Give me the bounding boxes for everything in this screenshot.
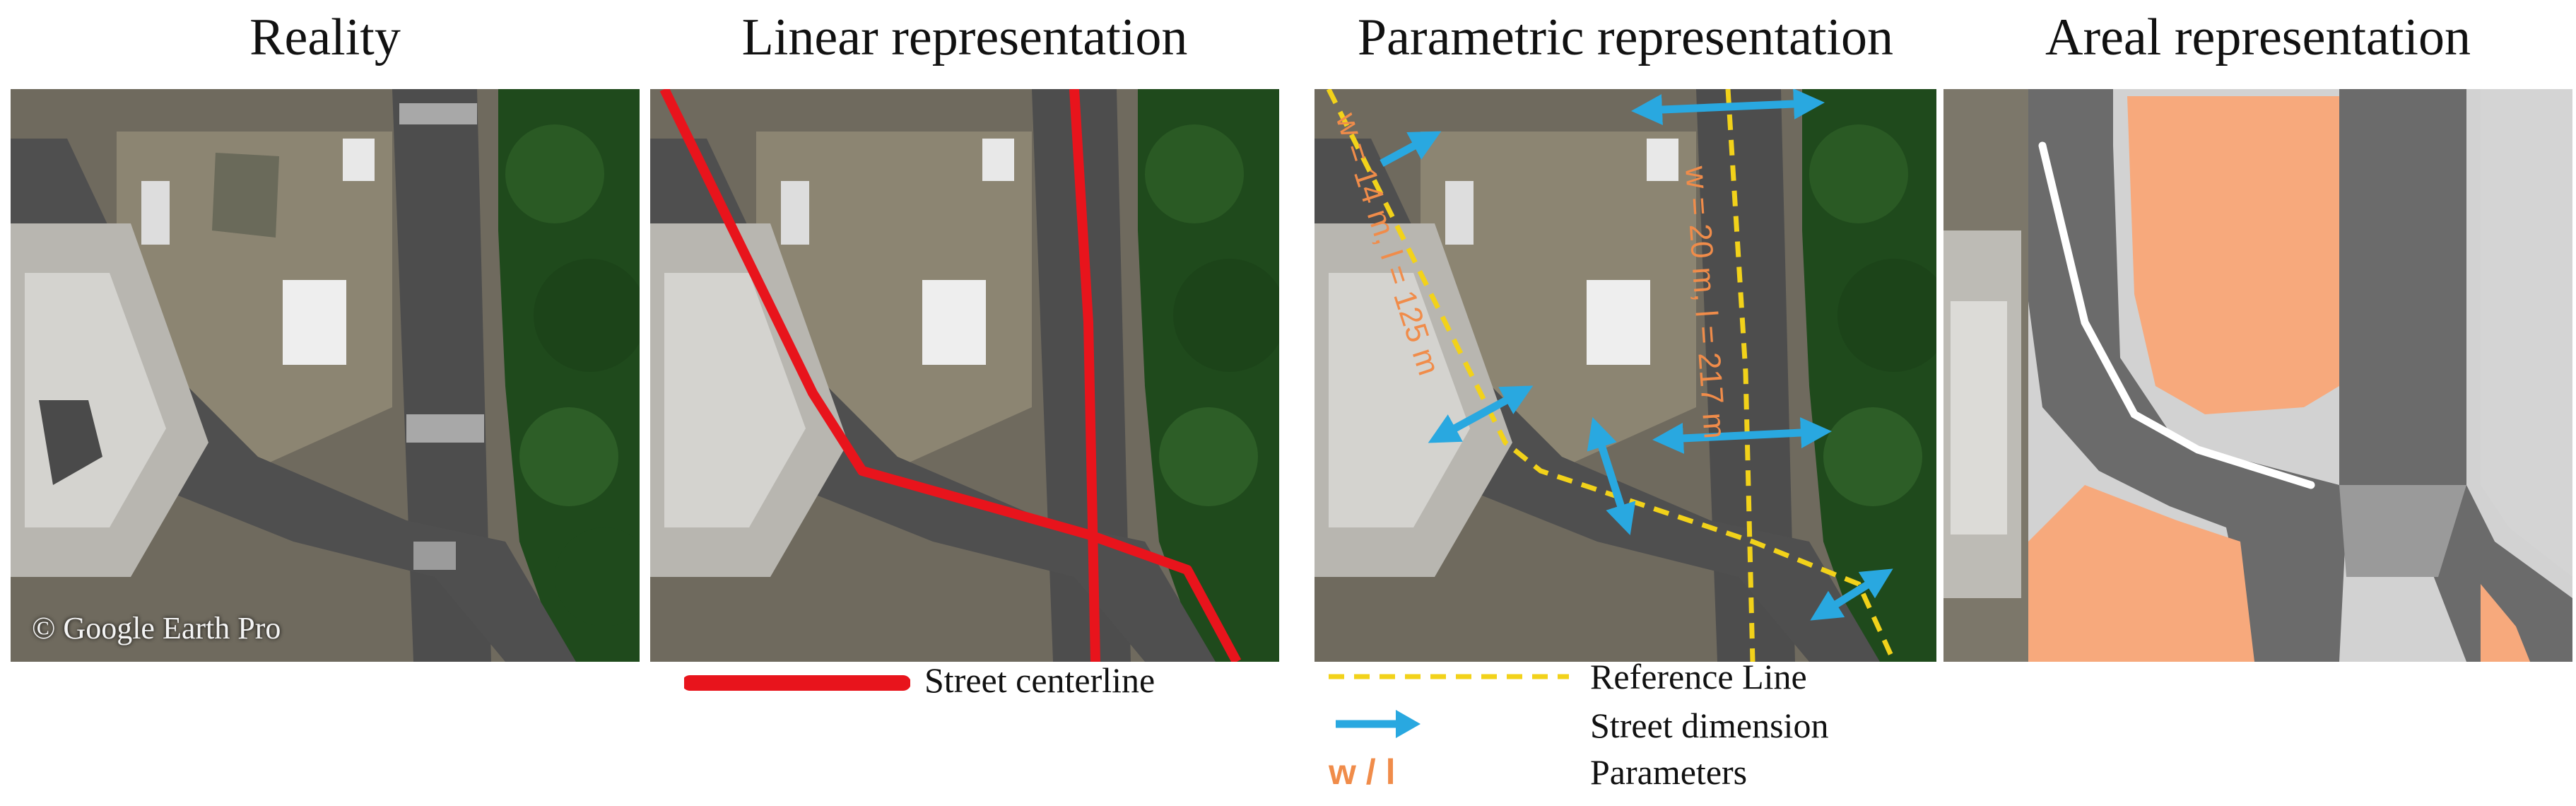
aerial-base [11, 89, 640, 662]
satellite-image-linear [650, 89, 1279, 662]
areal-block [2127, 96, 2339, 414]
reference-line-swatch [1329, 674, 1569, 679]
panel-reality: © Google Earth Pro [11, 89, 640, 662]
title-areal: Areal representation [2045, 8, 2471, 66]
dimension-arrow [1587, 417, 1636, 535]
areal-map [1943, 89, 2572, 662]
dimension-arrow [1428, 385, 1534, 443]
street-centerline-diagonal [659, 89, 1242, 662]
legend-label-parameters: Parameters [1590, 752, 1748, 792]
title-reality: Reality [249, 8, 401, 66]
street-dimension-arrow-icon [1336, 710, 1421, 738]
legend-label-reference-line: Reference Line [1590, 657, 1807, 696]
legend-reference-line: Reference Line [1329, 654, 1894, 699]
legend-label-street-dimension: Street dimension [1590, 706, 1829, 745]
parameters-symbol: w / l [1329, 752, 1396, 792]
title-linear: Linear representation [741, 8, 1188, 66]
panel-parametric: w = 14 m, l = 125 m w = 20 m, l = 217 m [1315, 89, 1936, 662]
legend-street-dimension: Street dimension [1329, 703, 1894, 748]
areal-block [2481, 584, 2530, 662]
reference-line-vertical [1725, 89, 1755, 662]
dimension-arrow [1810, 568, 1893, 621]
dimension-arrow [1631, 89, 1825, 126]
satellite-image-reality [11, 89, 640, 662]
dimension-arrow [1380, 131, 1442, 167]
legend-label-centerline: Street centerline [924, 660, 1155, 700]
satellite-image-parametric: w = 14 m, l = 125 m w = 20 m, l = 217 m [1315, 89, 1936, 662]
areal-block [2028, 485, 2254, 662]
centerline-swatch [684, 675, 910, 691]
watermark: © Google Earth Pro [32, 611, 281, 646]
title-parametric: Parametric representation [1357, 8, 1894, 66]
panel-linear [650, 89, 1279, 662]
legend-centerline: Street centerline [671, 658, 1237, 703]
street-centerline-vertical [1069, 89, 1100, 662]
dimension-arrow [1652, 417, 1832, 454]
legend-parameters: w / l Parameters [1329, 749, 1894, 795]
panel-areal [1943, 89, 2572, 662]
